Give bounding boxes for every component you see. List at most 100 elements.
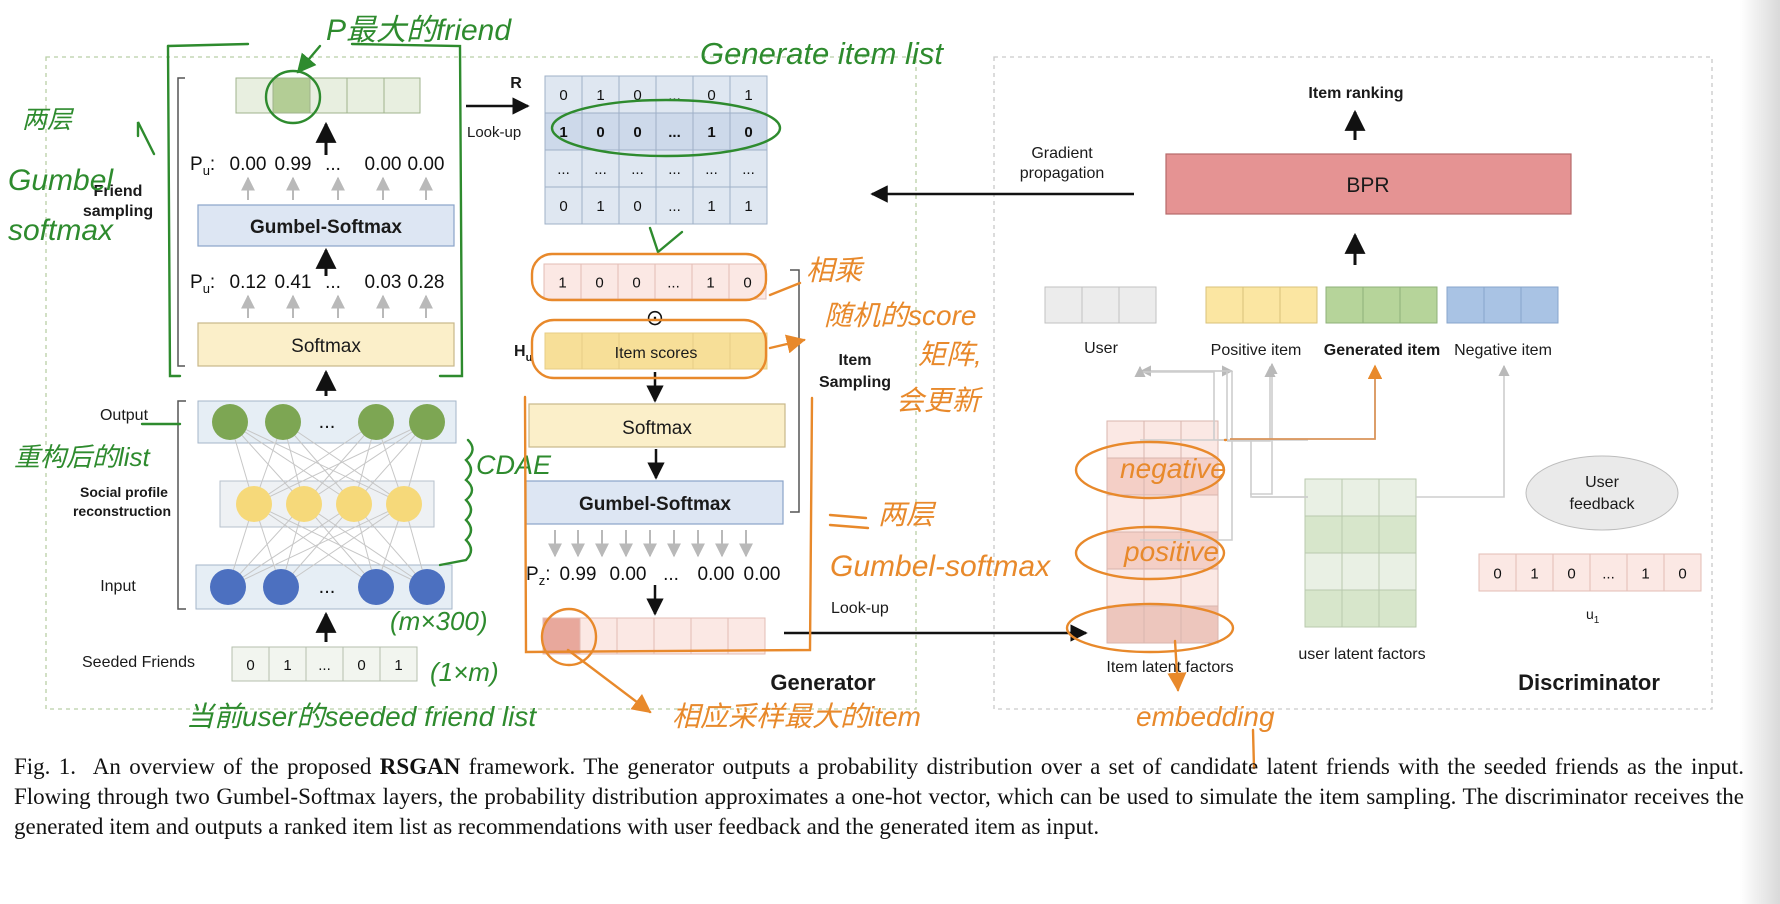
- nn-edge: [280, 503, 405, 588]
- onehot-vector: [235, 77, 421, 114]
- feedback-cell-value: ...: [1602, 566, 1615, 583]
- user-latent-cell: [1341, 589, 1380, 628]
- item-latent-cell: [1143, 605, 1182, 644]
- nn-edge: [282, 421, 355, 505]
- r-matrix-value: 1: [707, 198, 715, 215]
- pz-label: Pz:: [526, 564, 550, 588]
- annot-m1: (1×m): [430, 657, 499, 687]
- user-latent-cell: [1378, 552, 1417, 591]
- user-latent-cell: [1378, 589, 1417, 628]
- caption-text-2: framework. The generator outputs a proba…: [14, 754, 1745, 839]
- pu-bottom-value: 0.03: [365, 272, 402, 293]
- generated-embedding-cell: [1325, 286, 1364, 324]
- pu-bottom-value: 0.41: [275, 272, 312, 293]
- r-matrix-value: ...: [668, 161, 681, 178]
- friend-sampling-bracket: [177, 77, 185, 367]
- user-embedding-cell: [1118, 286, 1157, 324]
- item-sampling-label-2: Sampling: [819, 374, 891, 391]
- item-latent-cell: [1106, 457, 1145, 496]
- input-ellipsis: ...: [319, 576, 336, 598]
- lookup-label-1: Look-up: [467, 124, 521, 141]
- user-latent-cell: [1378, 515, 1417, 554]
- gumbel-softmax-label-1: Gumbel-Softmax: [250, 217, 402, 238]
- pu-top-value: 0.00: [408, 154, 445, 175]
- nn-edge: [229, 421, 355, 505]
- orange-annotations: [523, 252, 1256, 770]
- softmax-box-2: [528, 403, 786, 448]
- reconstruction-label-2: reconstruction: [73, 503, 171, 519]
- discriminator-panel: [993, 56, 1713, 710]
- user-latent-cell: [1304, 478, 1343, 517]
- item-latent-cell: [1143, 531, 1182, 570]
- item-latent-cell: [1106, 531, 1145, 570]
- nn-edge: [253, 421, 377, 505]
- item-scores-label: Item scores: [615, 345, 698, 362]
- page-edge-shadow: [1740, 0, 1780, 904]
- annot-m300: (m×300): [390, 606, 488, 636]
- r-matrix-cell: [544, 75, 583, 114]
- pu-bottom-value: 0.28: [408, 272, 445, 293]
- r-matrix-value: 1: [596, 87, 604, 104]
- r-matrix-value: 0: [596, 124, 604, 141]
- feedback-cell-value: 0: [1493, 566, 1501, 583]
- annot-gumbel-twice-1: 两层: [22, 106, 75, 134]
- odot-symbol: ⊙: [646, 305, 664, 330]
- nn-edge: [303, 503, 377, 588]
- green-annotations: [136, 42, 782, 567]
- hu-label: Hu: [514, 343, 532, 364]
- masked-row-cell: [543, 263, 582, 300]
- seeded-cell-value: ...: [318, 657, 331, 674]
- r-matrix-value: ...: [705, 161, 718, 178]
- r-matrix-cell: [729, 149, 768, 188]
- gumbel-softmax-box-1: [197, 204, 455, 247]
- user-embedding-cell: [1081, 286, 1120, 324]
- masked-row-cell-value: 0: [595, 275, 603, 292]
- positive-embedding-cell: [1205, 286, 1244, 324]
- annot-sample-max: 相应采样最大的item: [672, 701, 921, 732]
- feedback-cell: [1552, 553, 1591, 592]
- reconstruction-label: Social profile: [80, 484, 168, 500]
- nn-edge: [227, 503, 405, 588]
- annot-positive: positive: [1123, 536, 1219, 567]
- seeded-cell: [305, 646, 344, 682]
- r-matrix-value: 0: [559, 198, 567, 215]
- gumbel-softmax-box-2: [525, 480, 784, 525]
- item-latent-cell: [1106, 494, 1145, 533]
- negative-item-label: Negative item: [1454, 342, 1552, 359]
- seeded-cell-value: 1: [394, 657, 402, 674]
- annot-score-matrix-1: 随机的score: [824, 300, 976, 331]
- annot-cdae: CDAE: [476, 450, 552, 480]
- generated-onehot-vector: [542, 617, 766, 655]
- masked-row-cell-value: 1: [558, 275, 566, 292]
- r-matrix-cell: [544, 186, 583, 225]
- output-node: [265, 404, 301, 440]
- pz-value: 0.00: [610, 564, 647, 585]
- r-matrix-value: 1: [707, 124, 715, 141]
- output-ellipsis: ...: [319, 411, 336, 433]
- negative-embedding-cell: [1483, 286, 1522, 324]
- u1-label: u1: [1586, 606, 1600, 626]
- negative-embedding-cell: [1520, 286, 1559, 324]
- seeded-cell: [268, 646, 307, 682]
- latent-connectors: [1134, 362, 1510, 541]
- annot-gumbel-twice-o2: Gumbel-softmax: [830, 550, 1051, 583]
- pz-value: 0.99: [560, 564, 597, 585]
- output-node: [358, 404, 394, 440]
- r-matrix-cell: [655, 112, 694, 151]
- pu-top-value: ...: [325, 154, 341, 175]
- r-matrix-cell: [581, 112, 620, 151]
- user-feedback-label: User: [1585, 474, 1619, 491]
- pu-top-label: Pu:: [190, 154, 215, 178]
- r-matrix-cell: [729, 186, 768, 225]
- masked-row-cell: [654, 263, 693, 300]
- annot-gumbel-twice-o1: 两层: [878, 499, 937, 530]
- r-matrix-cell: [692, 149, 731, 188]
- seeded-cell: [342, 646, 381, 682]
- pz-value: 0.00: [698, 564, 735, 585]
- user-latent-cell: [1304, 552, 1343, 591]
- r-matrix-value: ...: [594, 161, 607, 178]
- hidden-node: [236, 486, 272, 522]
- r-matrix-value: 1: [744, 87, 752, 104]
- feedback-cell-value: 1: [1641, 566, 1649, 583]
- gumbel-softmax-label-2: Gumbel-Softmax: [579, 494, 731, 515]
